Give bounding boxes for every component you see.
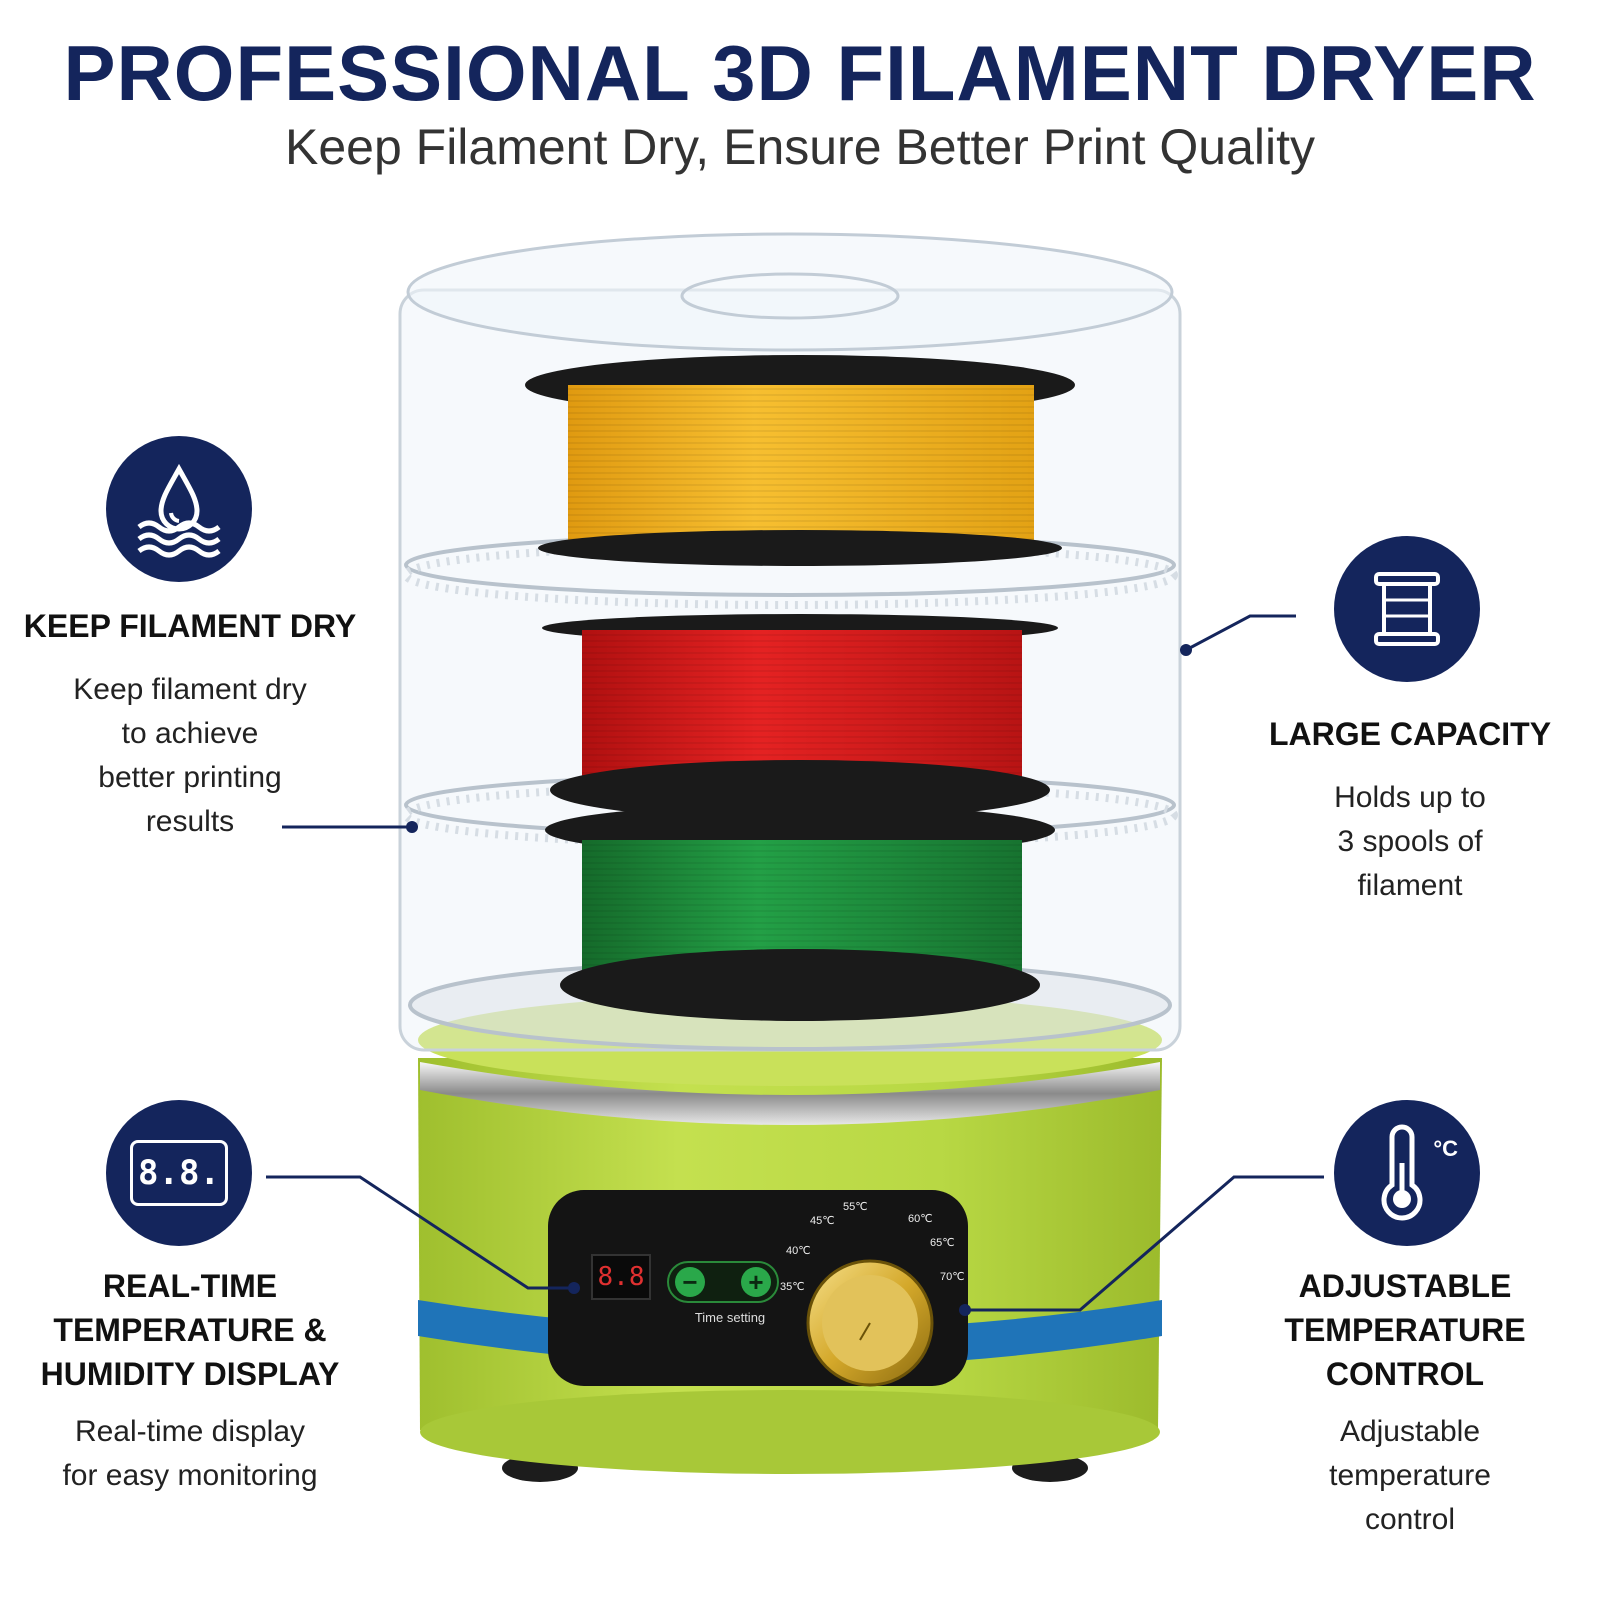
feature-display-title: REAL-TIME TEMPERATURE & HUMIDITY DISPLAY — [20, 1264, 360, 1396]
title-line: CONTROL — [1325, 1356, 1485, 1392]
desc-line: control — [1364, 1503, 1456, 1536]
dial-mark: 65℃ — [930, 1237, 955, 1249]
celsius-unit: °C — [1433, 1136, 1458, 1161]
dial-mark: 40℃ — [786, 1245, 811, 1257]
feature-display-desc: Real-time display for easy monitoring — [20, 1410, 360, 1498]
water-drop-icon — [106, 436, 252, 582]
title-line: REAL-TIME — [102, 1268, 278, 1304]
dial-mark: 70℃ — [940, 1271, 965, 1283]
title-line: TEMPERATURE & — [53, 1312, 327, 1348]
feature-dry-desc: Keep filament dry to achieve better prin… — [30, 668, 350, 844]
title-line: HUMIDITY DISPLAY — [40, 1356, 340, 1392]
panel-digital-readout: 8.8 — [597, 1262, 645, 1292]
feature-capacity-desc: Holds up to 3 spools of filament — [1250, 776, 1570, 908]
title-line: ADJUSTABLE — [1298, 1268, 1512, 1304]
dial-mark: 55℃ — [843, 1201, 868, 1213]
desc-line: 3 spools of — [1337, 825, 1483, 858]
feature-temperature-desc: Adjustable temperature control — [1250, 1410, 1570, 1542]
minus-button[interactable]: − — [682, 1267, 698, 1297]
feature-temperature-title: ADJUSTABLE TEMPERATURE CONTROL — [1230, 1264, 1580, 1396]
desc-line: better printing — [98, 761, 282, 794]
plus-button[interactable]: + — [748, 1267, 764, 1297]
desc-line: Real-time display — [74, 1415, 306, 1448]
desc-line: for easy monitoring — [62, 1459, 318, 1492]
page-title: PROFESSIONAL 3D FILAMENT DRYER — [63, 29, 1537, 117]
title-line: TEMPERATURE — [1284, 1312, 1526, 1348]
dial-mark: 45℃ — [810, 1215, 835, 1227]
desc-line: results — [145, 805, 235, 838]
time-setting-label: Time setting — [694, 1310, 766, 1325]
display-icon-text: 8.8. — [138, 1153, 220, 1193]
page-subtitle: Keep Filament Dry, Ensure Better Print Q… — [284, 119, 1316, 175]
digital-display-icon: 8.8. — [106, 1100, 252, 1246]
thermometer-icon: °C — [1334, 1100, 1480, 1246]
dial-mark: 35℃ — [780, 1281, 805, 1293]
desc-line: temperature — [1329, 1459, 1491, 1492]
desc-line: Keep filament dry — [73, 673, 307, 706]
desc-line: Holds up to — [1334, 781, 1486, 814]
feature-capacity-title: LARGE CAPACITY — [1268, 716, 1552, 752]
desc-line: to achieve — [121, 717, 259, 750]
desc-line: filament — [1357, 869, 1463, 902]
desc-line: Adjustable — [1339, 1415, 1481, 1448]
feature-dry-title: KEEP FILAMENT DRY — [23, 608, 357, 644]
spool-icon — [1334, 536, 1480, 682]
dial-mark: 60℃ — [908, 1213, 933, 1225]
